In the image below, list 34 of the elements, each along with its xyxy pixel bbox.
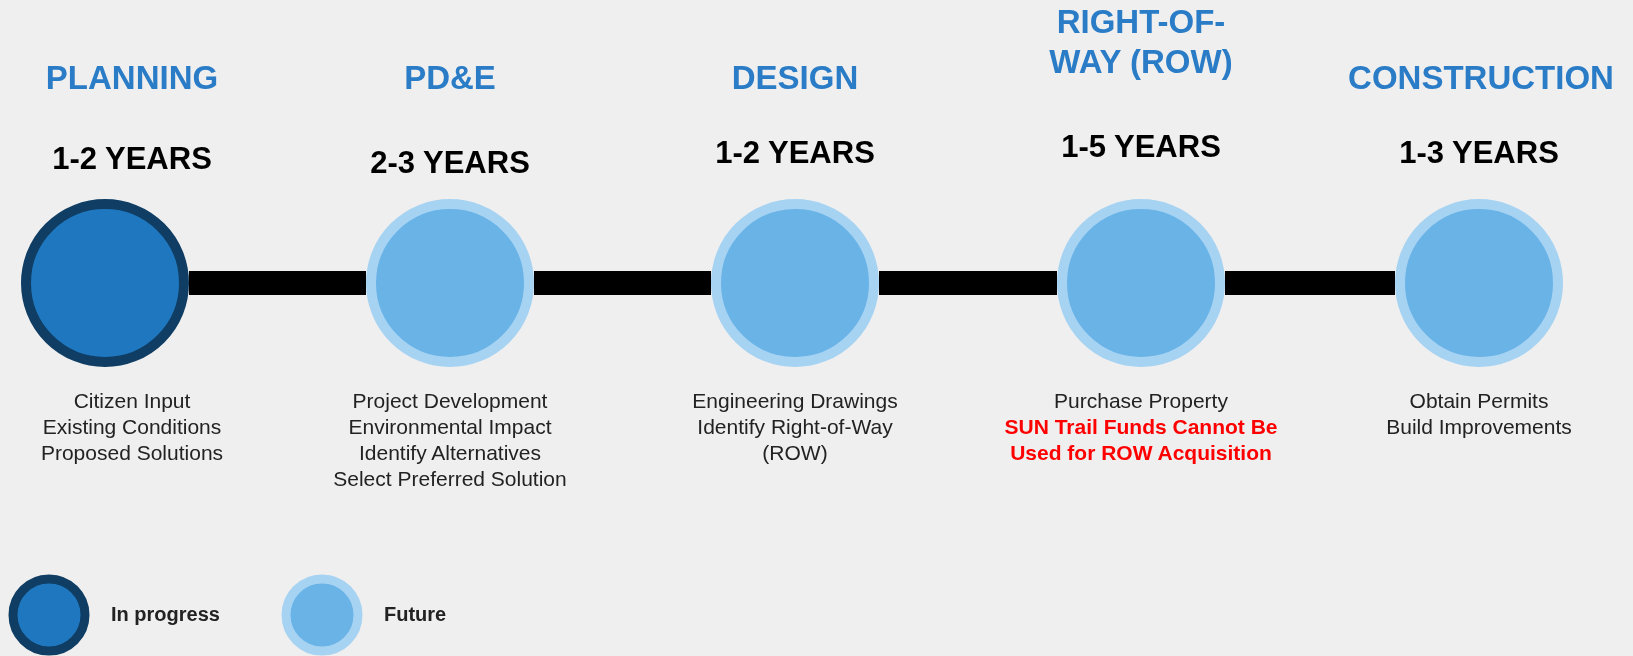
phase-task: Engineering Drawings [691,388,899,414]
phase-task: Proposed Solutions [39,440,225,466]
phase-circle [366,199,534,367]
phase-duration: 2-3 YEARS [369,144,531,182]
phase-task: Project Development [351,388,549,414]
phase-circle [1395,199,1563,367]
phase-task: Purchase Property [1053,388,1229,414]
phase-title: DESIGN [730,58,860,98]
phase-title: PD&E [403,58,497,98]
legend-label: Future [384,603,447,626]
phase-task: Select Preferred Solution [332,466,568,492]
legend-label: In progress [111,603,220,626]
phase-title: CONSTRUCTION [1347,58,1615,98]
phase-title: PLANNING [44,58,220,98]
warning-note: SUN Trail Funds Cannot Be Used for ROW Acquisition [1003,414,1279,466]
phase-task: Existing Conditions [41,414,223,440]
phase-circle [1057,199,1225,367]
phase-duration: 1-5 YEARS [1060,128,1222,166]
connector-bar [1225,271,1395,295]
phase-task: Build Improvements [1385,414,1573,440]
phase-circle [711,199,879,367]
connector-bar [189,271,366,295]
phase-task: Citizen Input [72,388,192,414]
phase-title: RIGHT-OF-WAY (ROW) [1048,2,1234,82]
phase-duration: 1-2 YEARS [714,134,876,172]
phase-task: Environmental Impact [347,414,553,440]
phase-task: Identify Alternatives [357,440,543,466]
connector-bar [879,271,1057,295]
phase-task: Identify Right-of-Way (ROW) [696,414,894,466]
phase-task: Obtain Permits [1408,388,1550,414]
phase-duration: 1-2 YEARS [51,140,213,178]
phase-duration: 1-3 YEARS [1398,134,1560,172]
phase-circle [21,199,189,367]
connector-bar [534,271,711,295]
